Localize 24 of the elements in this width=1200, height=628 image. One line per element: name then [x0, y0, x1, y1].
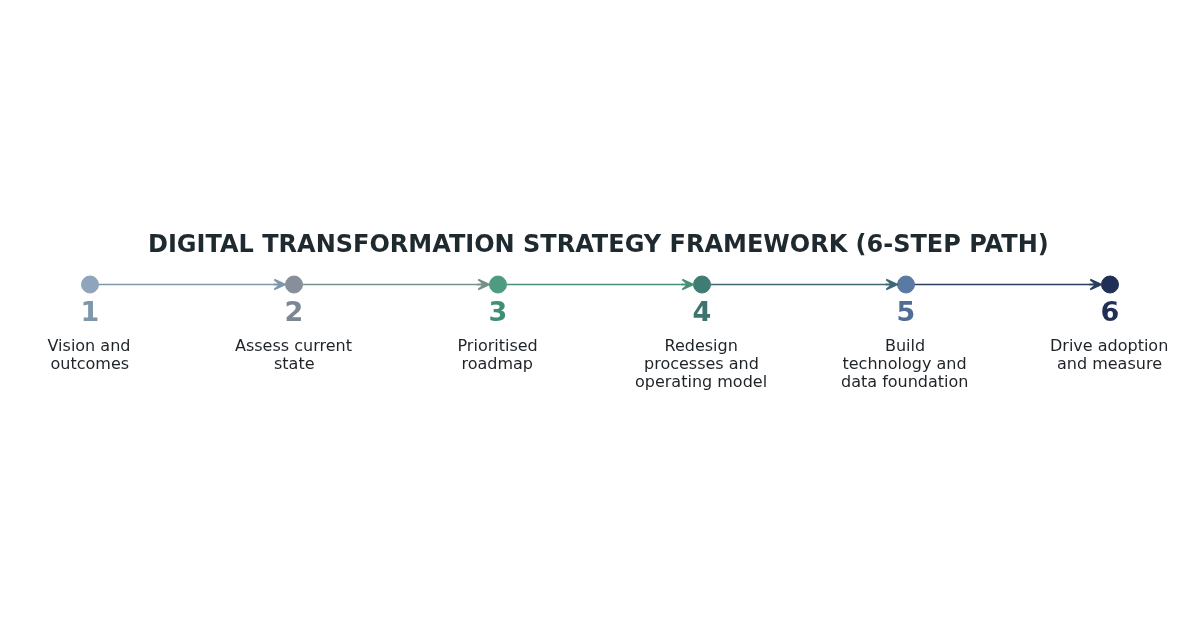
arrow [505, 278, 695, 290]
node-label: Build technology and data foundation [841, 335, 969, 391]
node-circle [897, 275, 915, 293]
node-label: 3 [488, 295, 508, 327]
node-label: Vision and outcomes [47, 335, 131, 373]
node-label: Redesign processes and operating model [635, 335, 768, 391]
node-label: 5 [896, 295, 916, 327]
node-label: 6 [1100, 295, 1120, 327]
node-label: Prioritised roadmap [457, 335, 538, 373]
node-label: 4 [692, 295, 712, 327]
node-circle [81, 275, 99, 293]
node-circle [1101, 275, 1119, 293]
node-label: Drive adoption and measure [1050, 335, 1169, 373]
node-label: 1 [80, 295, 100, 327]
arrow [97, 278, 287, 290]
arrow [301, 278, 491, 290]
node-label: Assess current state [235, 335, 352, 373]
node-label: 2 [284, 295, 304, 327]
arrow [913, 278, 1103, 290]
node-circle [693, 275, 711, 293]
node-circle [489, 275, 507, 293]
node-circle [285, 275, 303, 293]
arrow [709, 278, 899, 290]
diagram-title: DIGITAL TRANSFORMATION STRATEGY FRAMEWORK (6-STEP PATH) [148, 229, 1049, 258]
